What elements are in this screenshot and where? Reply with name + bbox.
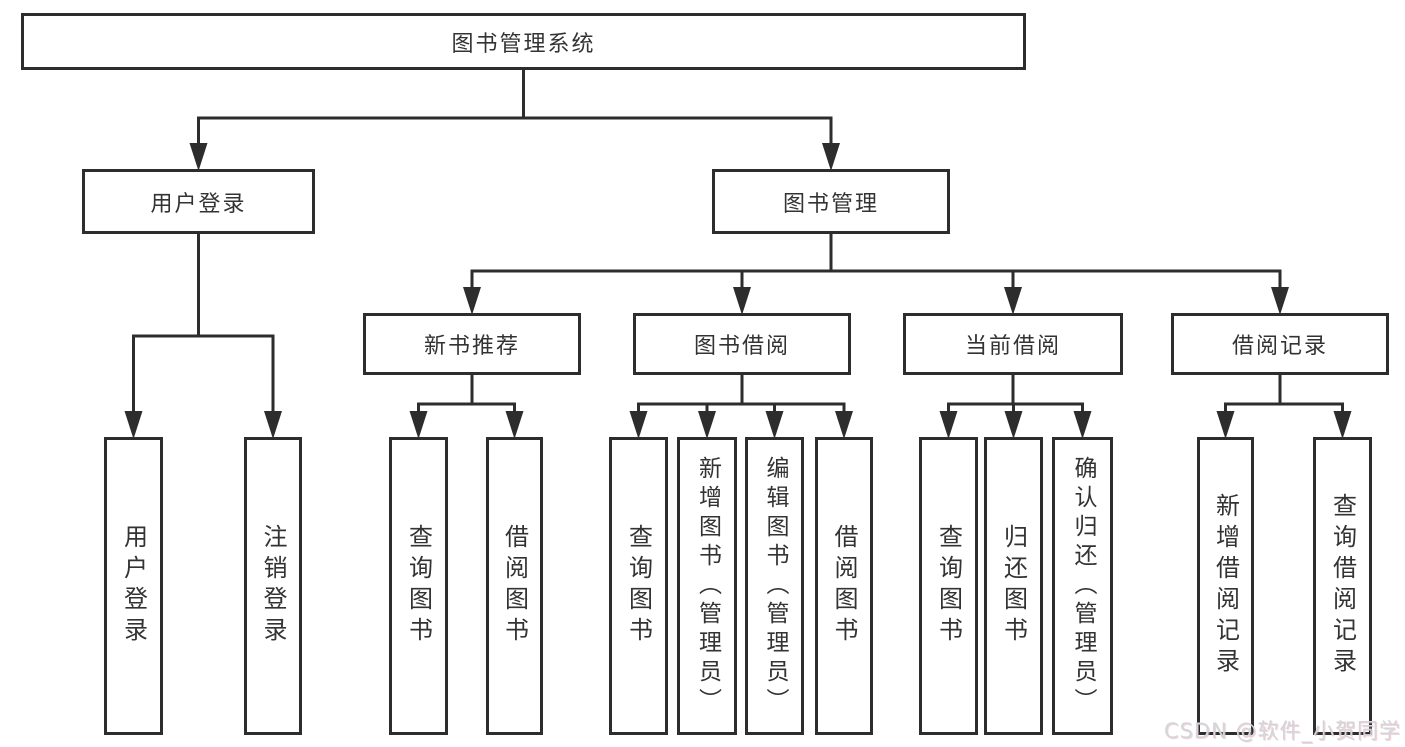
node-new-book-recommend: 新书推荐 bbox=[363, 313, 581, 375]
node-label: 查询借阅记录 bbox=[1328, 493, 1357, 679]
node-label: 借阅记录 bbox=[1231, 334, 1328, 359]
node-label: 图书管理 bbox=[782, 191, 879, 217]
arrowhead bbox=[1333, 411, 1352, 439]
arrowhead bbox=[463, 287, 481, 315]
node-leaf-return-books: 归还图书 bbox=[984, 437, 1043, 735]
node-label: 借阅图书 bbox=[830, 524, 858, 648]
arrowhead bbox=[1004, 287, 1022, 315]
node-leaf-confirm-return: 确认归还（管理员） bbox=[1052, 437, 1113, 735]
node-label: 图书管理系统 bbox=[451, 31, 596, 57]
node-leaf-query-books-c: 查询图书 bbox=[919, 437, 978, 735]
node-label: 用户登录 bbox=[119, 524, 148, 648]
node-leaf-add-borrow-record: 新增借阅记录 bbox=[1197, 437, 1254, 735]
node-leaf-borrow-books-b: 借阅图书 bbox=[815, 437, 873, 735]
arrowhead bbox=[835, 411, 853, 439]
arrowhead bbox=[822, 143, 840, 171]
csdn-watermark: CSDN @软件_小贺同学 bbox=[1163, 719, 1401, 743]
arrowhead bbox=[409, 411, 428, 439]
node-label: 查询图书 bbox=[404, 524, 433, 648]
node-label: 查询图书 bbox=[624, 524, 653, 648]
node-label: 查询图书 bbox=[934, 524, 963, 648]
node-leaf-logout: 注销登录 bbox=[244, 437, 302, 735]
node-book-borrowing: 图书借阅 bbox=[633, 313, 851, 375]
node-root: 图书管理系统 bbox=[21, 13, 1026, 70]
node-leaf-edit-books: 编辑图书（管理员） bbox=[745, 437, 804, 735]
arrowhead bbox=[1004, 411, 1023, 439]
arrowhead bbox=[124, 411, 143, 439]
arrowhead bbox=[629, 411, 648, 439]
arrowhead bbox=[1073, 411, 1092, 439]
node-leaf-query-books-b: 查询图书 bbox=[609, 437, 668, 735]
node-borrowing-records: 借阅记录 bbox=[1171, 313, 1389, 375]
node-leaf-query-borrow-record: 查询借阅记录 bbox=[1313, 437, 1372, 735]
node-leaf-query-books-a: 查询图书 bbox=[389, 437, 448, 735]
node-current-borrowing: 当前借阅 bbox=[903, 313, 1123, 375]
node-label: 当前借阅 bbox=[964, 334, 1061, 359]
node-label: 借阅图书 bbox=[500, 524, 529, 648]
arrowhead bbox=[189, 143, 208, 171]
node-label: 图书借阅 bbox=[693, 334, 790, 359]
arrowhead bbox=[505, 411, 524, 439]
node-book-management: 图书管理 bbox=[712, 169, 950, 234]
node-label: 新书推荐 bbox=[423, 334, 520, 359]
node-label: 编辑图书（管理员） bbox=[762, 455, 788, 717]
node-label: 注销登录 bbox=[259, 524, 287, 648]
node-leaf-add-books: 新增图书（管理员） bbox=[677, 437, 737, 735]
arrowhead bbox=[698, 411, 716, 439]
node-user-login: 用户登录 bbox=[82, 169, 315, 234]
node-leaf-borrow-books-a: 借阅图书 bbox=[486, 437, 543, 735]
arrowhead bbox=[1216, 411, 1235, 439]
node-label: 确认归还（管理员） bbox=[1070, 455, 1096, 717]
arrowhead bbox=[733, 287, 751, 315]
node-label: 归还图书 bbox=[999, 524, 1028, 648]
arrowhead bbox=[1271, 287, 1289, 315]
arrowhead bbox=[264, 411, 282, 439]
arrowhead bbox=[765, 411, 784, 439]
arrowhead bbox=[939, 411, 958, 439]
node-leaf-user-login: 用户登录 bbox=[104, 437, 163, 735]
node-label: 用户登录 bbox=[150, 191, 247, 217]
node-label: 新增图书（管理员） bbox=[694, 455, 721, 717]
node-label: 新增借阅记录 bbox=[1211, 493, 1240, 679]
